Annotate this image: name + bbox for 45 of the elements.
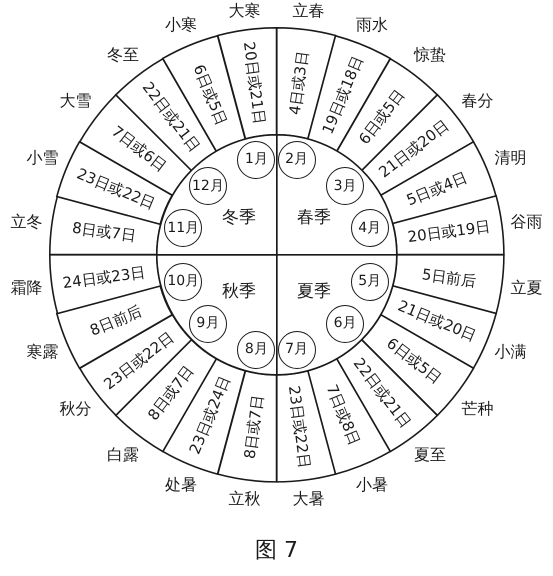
date-text: 7日或8日 (323, 382, 363, 448)
date-text: 20日或19日 (406, 218, 491, 246)
solar-term-label: 夏至 (414, 446, 446, 464)
season-text: 秋季 (222, 283, 256, 302)
date-text: 8日或7日 (241, 394, 266, 460)
date-text: 23日或22日 (286, 384, 313, 470)
date-text: 5日前后 (420, 266, 477, 290)
solar-term-label: 立春 (292, 2, 325, 20)
solar-term-label: 立夏 (510, 279, 542, 297)
solar-term-label: 冬至 (107, 46, 140, 64)
season-text: 夏季 (296, 283, 331, 302)
solar-term-label: 大寒 (228, 2, 260, 20)
solar-term-label: 大雪 (60, 92, 92, 110)
solar-term-label: 立冬 (10, 213, 43, 231)
season-text: 冬季 (222, 208, 256, 227)
date-text: 6日或5日 (190, 62, 230, 128)
solar-term-label: 雨水 (356, 16, 388, 34)
solar-term-label: 处暑 (165, 476, 198, 494)
solar-term-label: 秋分 (60, 400, 92, 418)
date-text: 4日或3日 (286, 50, 312, 116)
solar-term-label: 小雪 (26, 149, 59, 167)
date-text: 6日或5日 (384, 334, 445, 387)
date-text: 20日或21日 (240, 40, 268, 126)
solar-term-label: 惊蛰 (414, 46, 446, 64)
season-text: 春季 (296, 208, 331, 227)
solar-term-label: 霜降 (10, 279, 43, 297)
solar-term-label: 白露 (107, 446, 140, 464)
solar-term-label: 春分 (461, 92, 494, 110)
solar-term-label: 清明 (494, 149, 526, 167)
solar-term-label: 小满 (494, 343, 526, 361)
date-text: 8日或7日 (72, 220, 138, 245)
figure-caption: 图 7 (255, 539, 298, 564)
solar-term-label: 小暑 (356, 476, 388, 494)
solar-term-label: 小寒 (165, 16, 198, 34)
date-text: 8日前后 (88, 303, 145, 340)
date-text: 5日或4日 (404, 168, 470, 208)
solar-term-label: 谷雨 (510, 213, 542, 231)
solar-term-label: 寒露 (26, 343, 59, 361)
date-text: 7日或6日 (108, 123, 170, 176)
solar-term-label: 立秋 (228, 490, 260, 508)
date-text: 6日或5日 (356, 86, 408, 148)
date-text: 8日或7日 (144, 362, 197, 424)
solar-term-label: 大暑 (292, 490, 325, 508)
date-text: 24日或23日 (62, 264, 147, 292)
solar-term-label: 芒种 (461, 400, 494, 418)
